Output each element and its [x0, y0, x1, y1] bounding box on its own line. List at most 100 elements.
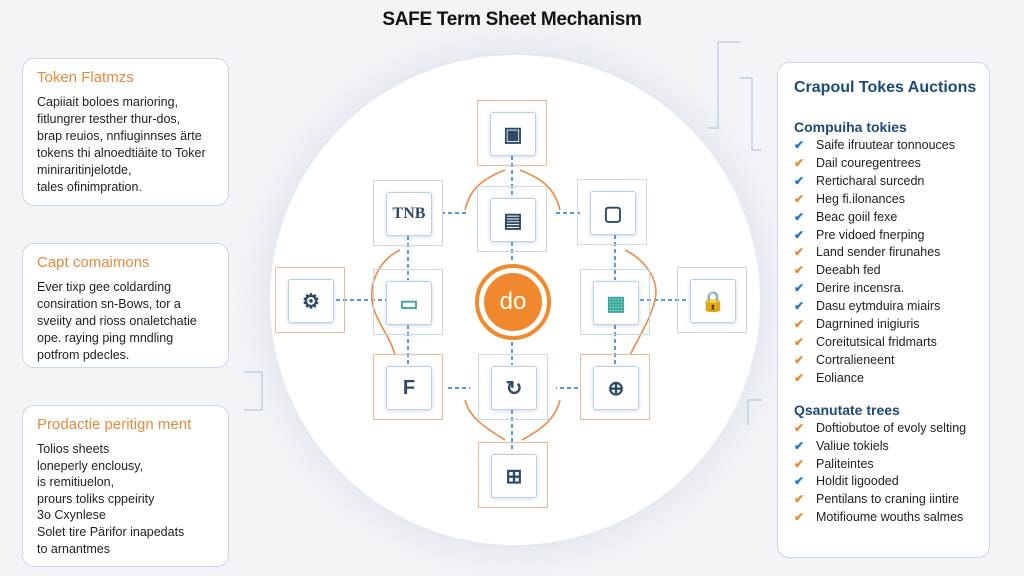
item-text: Derire incensra. — [816, 281, 905, 296]
check-icon: ✔ — [794, 474, 805, 489]
checklist-item: ✔ Dagrnined inigiuris — [794, 316, 989, 334]
item-text: Paliteintes — [816, 456, 874, 471]
monitor-icon[interactable]: ▢ — [590, 191, 636, 235]
check-icon: ✔ — [794, 227, 805, 242]
checklist-item: ✔ Motifioume wouths salmes — [794, 509, 989, 527]
node-frame — [373, 354, 443, 420]
item-text: Deeabh fed — [816, 263, 881, 278]
card-heading: Prodactie peritign ment — [37, 416, 192, 433]
auctions-panel: Crapoul Tokes Auctions Compuiha tokies ✔ S… — [777, 62, 990, 558]
item-text: Beac goiil fexe — [816, 209, 898, 224]
item-text: Dasu eytmduira miairs — [816, 299, 941, 314]
item-text: Dail couregentrees — [816, 155, 921, 170]
checklist-item: ✔ Land sender firunahes — [794, 244, 989, 262]
checklist-item: ✔ Holdit ligooded — [794, 473, 989, 491]
check-icon: ✔ — [794, 299, 805, 314]
item-text: Cortralieneent — [816, 352, 895, 367]
item-text: Motifioume wouths salmes — [816, 510, 964, 525]
checklist-item: ✔ Rerticharal surcedn — [794, 173, 989, 191]
item-text: Heg fi.ilonances — [816, 191, 905, 206]
item-text: Rerticharal surcedn — [816, 173, 925, 188]
checklist: ✔ Doftiobutoe of evoly selting ✔ Valiue tok… — [794, 420, 989, 527]
item-text: Holdit ligooded — [816, 474, 899, 489]
checklist-item: ✔ Valiue tokiels — [794, 438, 989, 456]
node-frame — [478, 442, 548, 508]
checklist-item: ✔ Dasu eytmduira miairs — [794, 298, 989, 316]
check-icon: ✔ — [794, 317, 805, 332]
checklist-item: ✔ Heg fi.ilonances — [794, 191, 989, 209]
check-icon: ✔ — [794, 510, 805, 525]
checklist-item: ✔ Eoliance — [794, 370, 989, 388]
card-token-features: Token Flatmzs Capiiait boloes marioring,… — [22, 58, 229, 206]
check-icon: ✔ — [794, 191, 805, 206]
user-card-icon[interactable]: ▣ — [490, 112, 536, 156]
check-icon: ✔ — [794, 138, 805, 152]
item-text: Doftiobutoe of evoly selting — [816, 420, 967, 435]
globe-icon[interactable]: ⊕ — [593, 366, 639, 410]
node-frame — [677, 267, 747, 333]
checklist-item: ✔ Cortralieneent — [794, 352, 989, 370]
cycle-icon[interactable]: ↻ — [491, 366, 537, 410]
checklist-item: ✔ Derire incensra. — [794, 280, 989, 298]
check-icon: ✔ — [794, 263, 805, 278]
checklist-item: ✔ Beac goiil fexe — [794, 209, 989, 227]
item-text: Eoliance — [816, 370, 864, 385]
check-icon: ✔ — [794, 456, 805, 471]
node-frame — [373, 269, 443, 335]
item-text: Land sender firunahes — [816, 245, 941, 260]
check-icon: ✔ — [794, 334, 805, 349]
item-text: Pre vidoed fnerping — [816, 227, 925, 242]
item-text: Saife ifruutear tonnouces — [816, 138, 955, 152]
checklist: ✔ Saife ifruutear tonnouces ✔ Dail couregen… — [794, 137, 989, 388]
check-icon: ✔ — [794, 245, 805, 260]
section-heading: Compuiha tokies — [794, 119, 907, 135]
check-icon: ✔ — [794, 352, 805, 367]
grid-globe-icon[interactable]: ⊞ — [491, 454, 537, 498]
checklist-item: ✔ Saife ifruutear tonnouces — [794, 137, 989, 155]
check-icon: ✔ — [794, 370, 805, 385]
node-frame — [275, 267, 345, 333]
checklist-item: ✔ Pentilans to craning iintire — [794, 491, 989, 509]
card-body: Tolios sheets loneperly enclousy, is rem… — [37, 442, 185, 556]
checklist-item: ✔ Doftiobutoe of evoly selting — [794, 420, 989, 438]
check-icon: ✔ — [794, 420, 805, 435]
checklist-item: ✔ Coreitutsical fridmarts — [794, 334, 989, 352]
card-body: Ever tixp gee coldarding consiration sn-… — [37, 280, 197, 362]
node-frame — [477, 100, 547, 166]
lock-icon[interactable]: 🔒 — [690, 279, 736, 323]
node-frame — [477, 186, 547, 252]
item-text: Dagrnined inigiuris — [816, 317, 920, 332]
card-production-alignment: Prodactie peritign ment Tolios sheets lo… — [22, 405, 229, 567]
check-icon: ✔ — [794, 155, 805, 170]
tnb-logo-icon[interactable]: TNB — [386, 192, 432, 236]
panel-title: Crapoul Tokes Auctions — [794, 79, 977, 96]
chat-box-icon[interactable]: ▭ — [386, 281, 432, 325]
check-icon: ✔ — [794, 173, 805, 188]
item-text: Coreitutsical fridmarts — [816, 334, 937, 349]
node-frame — [373, 180, 443, 246]
check-icon: ✔ — [794, 209, 805, 224]
check-icon: ✔ — [794, 492, 805, 507]
card-capital-commitments: Capt comaimons Ever tixp gee coldarding … — [22, 243, 229, 368]
item-text: Valiue tokiels — [816, 438, 889, 453]
center-token-node[interactable]: do — [475, 264, 551, 340]
card-body: Capiiait boloes marioring, fitlungrer te… — [37, 95, 206, 194]
document-icon[interactable]: ▤ — [490, 198, 536, 242]
card-heading: Capt comaimons — [37, 254, 150, 271]
node-frame — [577, 179, 647, 245]
gear-badge-icon[interactable]: ⚙ — [288, 279, 334, 323]
section-heading: Qsanutate trees — [794, 401, 900, 418]
chart-board-icon[interactable]: ▦ — [593, 281, 639, 325]
check-icon: ✔ — [794, 281, 805, 296]
checklist-item: ✔ Pre vidoed fnerping — [794, 227, 989, 245]
ledger-icon[interactable]: F — [386, 366, 432, 410]
center-token-label: do — [484, 273, 542, 331]
checklist-item: ✔ Dail couregentrees — [794, 155, 989, 173]
checklist-item: ✔ Paliteintes — [794, 456, 989, 474]
node-frame — [580, 269, 650, 335]
check-icon: ✔ — [794, 438, 805, 453]
node-frame — [580, 354, 650, 420]
item-text: Pentilans to craning iintire — [816, 492, 960, 507]
node-frame — [478, 354, 548, 420]
